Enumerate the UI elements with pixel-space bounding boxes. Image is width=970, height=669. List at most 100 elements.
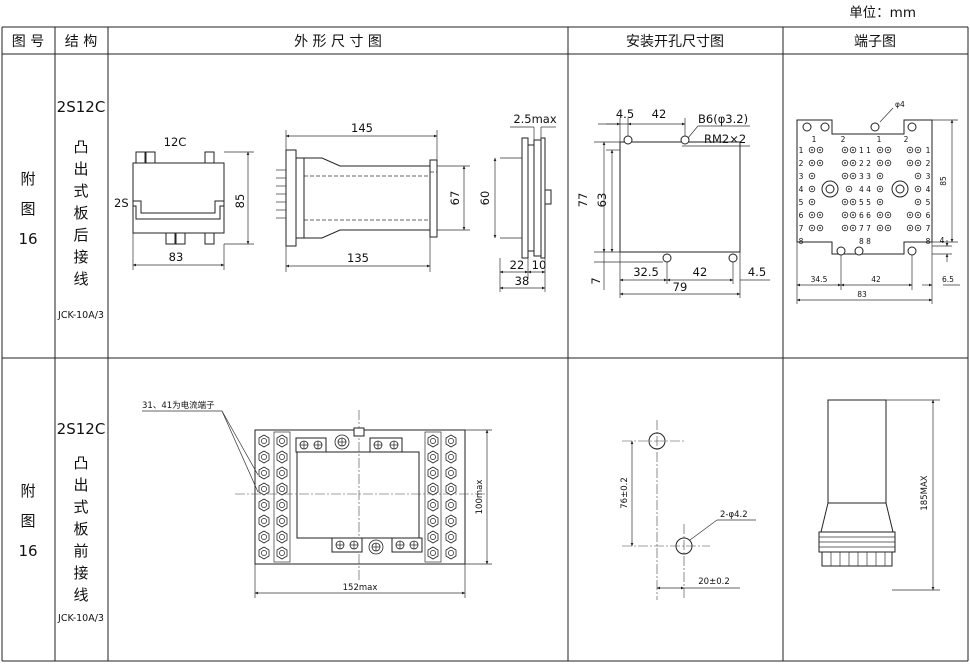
r2-cut-hole: 2-φ4.2 xyxy=(720,510,748,520)
term-d4: 4 xyxy=(940,236,945,245)
term-b3: 83 xyxy=(857,290,867,299)
cut-b3: 4.5 xyxy=(748,265,766,279)
row2-outline: 31、41为电流端子 100max 152max xyxy=(142,400,492,598)
v1-side-label: 2S xyxy=(114,196,129,210)
row2-cutout: 76±0.2 2-φ4.2 20±0.2 xyxy=(620,420,756,600)
v3-h: 60 xyxy=(478,191,492,206)
term-right-num: 2 xyxy=(926,159,931,168)
row1-fig-char: 图 xyxy=(20,200,35,218)
v2-top: 145 xyxy=(351,121,373,135)
term-b2: 42 xyxy=(871,275,881,284)
row2-fig-cell: 附 图 16 xyxy=(18,482,37,560)
row1-code: JCK-10A/3 xyxy=(57,310,104,321)
term-right-num: 4 xyxy=(926,185,931,194)
term-mid-pair: 8 8 xyxy=(859,237,871,246)
term-left-num: 7 xyxy=(799,224,804,233)
header-structure: 结 构 xyxy=(65,34,97,50)
term-top-num: 1 xyxy=(877,135,882,144)
row1-outline-view2: 145 135 67 xyxy=(276,121,470,272)
row2-structure-cell: 2S12C 凸 出 式 板 前 接 线 JCK-10A/3 xyxy=(57,420,106,624)
unit-label: 单位：mm xyxy=(849,5,916,21)
cut-rm: RM2×2 xyxy=(704,132,746,146)
term-left-num: 2 xyxy=(799,159,804,168)
row2-struct-char: 线 xyxy=(73,586,88,604)
cut-b1: 32.5 xyxy=(633,265,659,279)
cut-d1: 4.5 xyxy=(616,107,634,121)
row2-struct-char: 板 xyxy=(73,520,88,538)
header-fig-no: 图 号 xyxy=(12,34,44,50)
term-mid-pair: 2 2 xyxy=(859,159,871,168)
cut-hole: B6(φ3.2) xyxy=(698,112,748,126)
term-right-num: 3 xyxy=(926,172,931,181)
v3-b1: 22 xyxy=(510,258,525,272)
term-left-num: 1 xyxy=(799,146,804,155)
term-left-num: 8 xyxy=(799,237,804,246)
header-terminal: 端子图 xyxy=(854,34,896,50)
row2-struct-char: 出 xyxy=(73,476,88,494)
term-right-num: 1 xyxy=(926,146,931,155)
row1-cutout: 4.5 42 B6(φ3.2) RM2×2 77 63 7 32.5 42 4.… xyxy=(576,107,770,298)
v1-top-label: 12C xyxy=(164,135,187,149)
term-left-num: 6 xyxy=(799,211,804,220)
v3-b3: 38 xyxy=(515,274,530,288)
r2-height: 100max xyxy=(475,480,485,515)
term-right-num: 5 xyxy=(926,198,931,207)
row2-struct-char: 前 xyxy=(73,542,88,560)
cut-b2: 42 xyxy=(693,265,708,279)
r2-cut-w: 20±0.2 xyxy=(698,577,729,587)
term-mid-pair: 6 6 xyxy=(859,211,871,220)
term-right-num: 7 xyxy=(926,224,931,233)
row2-struct-char: 凸 xyxy=(73,454,88,472)
cut-h3: 7 xyxy=(589,277,603,284)
term-mid-pair: 4 4 xyxy=(859,185,871,194)
term-top-num: 2 xyxy=(841,135,846,144)
cut-h1: 77 xyxy=(576,193,590,208)
row1-model: 2S12C xyxy=(57,98,106,116)
cut-d2: 42 xyxy=(652,107,667,121)
row2-fig-char: 图 xyxy=(20,512,35,530)
row1-struct-char: 后 xyxy=(73,226,88,244)
v2-bottom: 135 xyxy=(347,251,369,265)
row2-fig-char: 附 xyxy=(20,482,35,500)
r2-width: 152max xyxy=(343,583,378,593)
term-mid-pair: 7 7 xyxy=(859,224,871,233)
term-top-num: 1 xyxy=(812,135,817,144)
v2-h: 67 xyxy=(448,191,462,206)
term-left-num: 3 xyxy=(799,172,804,181)
row1-struct-char: 出 xyxy=(73,160,88,178)
term-h: 85 xyxy=(939,176,948,186)
row1-fig-char: 16 xyxy=(18,230,37,248)
row1-fig-cell: 附 图 16 xyxy=(18,170,37,248)
r2-note: 31、41为电流端子 xyxy=(142,400,215,411)
row1-structure-cell: 2S12C 凸 出 式 板 后 接 线 JCK-10A/3 xyxy=(57,98,106,321)
term-phi: φ4 xyxy=(895,100,905,109)
row2-struct-char: 接 xyxy=(73,564,88,582)
term-top-num: 2 xyxy=(904,135,909,144)
header-cutout: 安装开孔尺寸图 xyxy=(626,34,724,50)
r2-cut-h: 76±0.2 xyxy=(620,477,630,508)
row1-struct-char: 式 xyxy=(73,182,88,200)
v1-height: 85 xyxy=(233,194,247,209)
term-d65: 6.5 xyxy=(942,275,954,284)
term-right-num: 8 xyxy=(926,237,931,246)
v1-width: 83 xyxy=(169,250,184,264)
term-b1: 34.5 xyxy=(811,275,828,284)
term-left-num: 5 xyxy=(799,198,804,207)
term-mid-pair: 3 3 xyxy=(859,172,871,181)
row1-struct-char: 板 xyxy=(73,204,88,222)
term-mid-pair: 1 1 xyxy=(859,146,871,155)
row2-model: 2S12C xyxy=(57,420,106,438)
row2-struct-char: 式 xyxy=(73,498,88,516)
term-mid-pair: 5 5 xyxy=(859,198,871,207)
row1-struct-char: 凸 xyxy=(73,138,88,156)
row2-terminal: 185MAX xyxy=(818,399,940,591)
row2-fig-char: 16 xyxy=(18,542,37,560)
v3-b2: 10 xyxy=(532,258,547,272)
row1-struct-char: 线 xyxy=(73,270,88,288)
v3-top: 2.5max xyxy=(513,112,557,126)
row1-outline-view3: 60 2.5max 22 10 38 xyxy=(478,112,557,292)
cut-h2: 63 xyxy=(595,193,609,208)
row1-fig-char: 附 xyxy=(20,170,35,188)
table-grid xyxy=(1,26,969,662)
